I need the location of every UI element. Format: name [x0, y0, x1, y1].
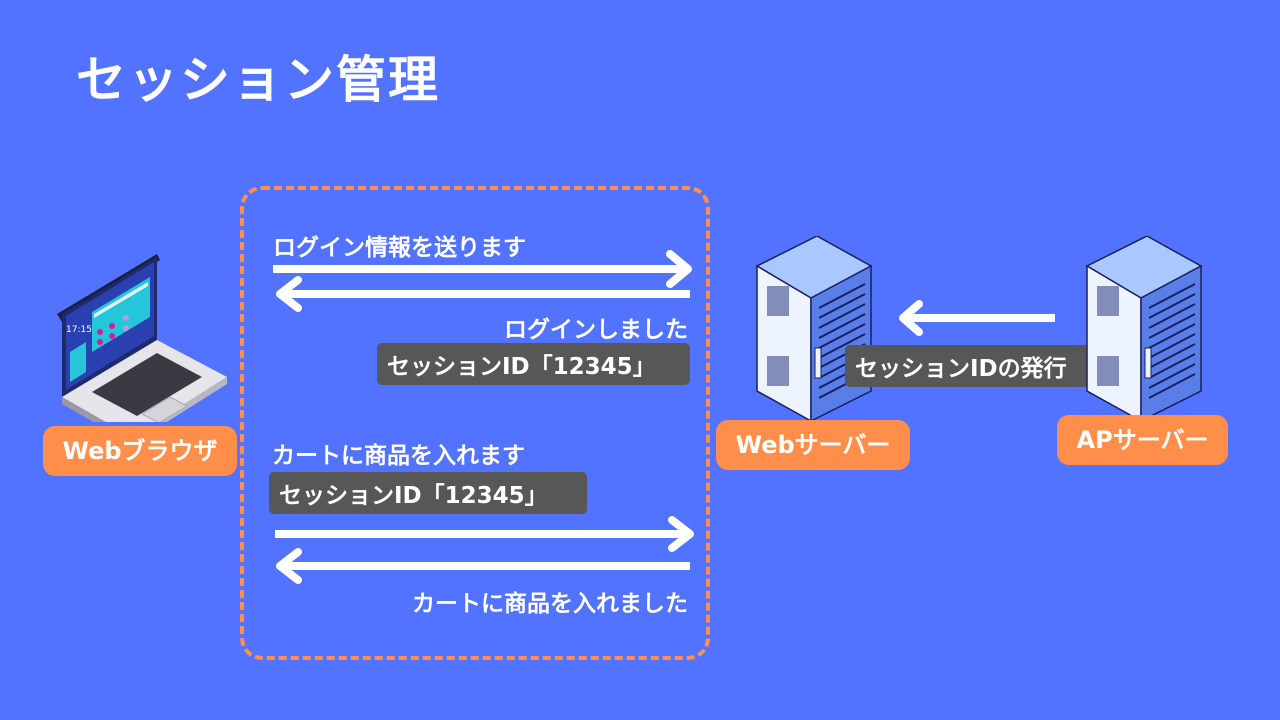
ap-server-icon: [1085, 236, 1203, 421]
login-request-text: ログイン情報を送ります: [273, 235, 526, 261]
session-exchange-box: [240, 186, 710, 660]
cart-request-text: カートに商品を入れます: [272, 443, 525, 469]
cart-response-arrow-left: [276, 548, 690, 584]
svg-text:17:15: 17:15: [66, 325, 92, 335]
web-server-label: Webサーバー: [716, 420, 910, 470]
request-arrow-right: [273, 250, 692, 288]
laptop-icon: 17:15: [57, 254, 227, 422]
cart-response-text: カートに商品を入れました: [412, 591, 688, 617]
ap-server-label: APサーバー: [1057, 415, 1228, 465]
session-id-tag-response: セッションID「12345」: [377, 343, 690, 385]
issue-arrow-left: [899, 300, 1055, 336]
session-id-tag-request: セッションID「12345」: [269, 472, 587, 514]
session-id-issue-tag: セッションIDの発行: [845, 345, 1109, 387]
browser-label: Webブラウザ: [43, 426, 237, 476]
login-response-text: ログインしました: [504, 317, 688, 343]
page-title: セッション管理: [76, 51, 440, 109]
web-server-icon: [755, 236, 873, 421]
cart-request-arrow-right: [275, 516, 694, 552]
response-arrow-left: [276, 276, 690, 312]
